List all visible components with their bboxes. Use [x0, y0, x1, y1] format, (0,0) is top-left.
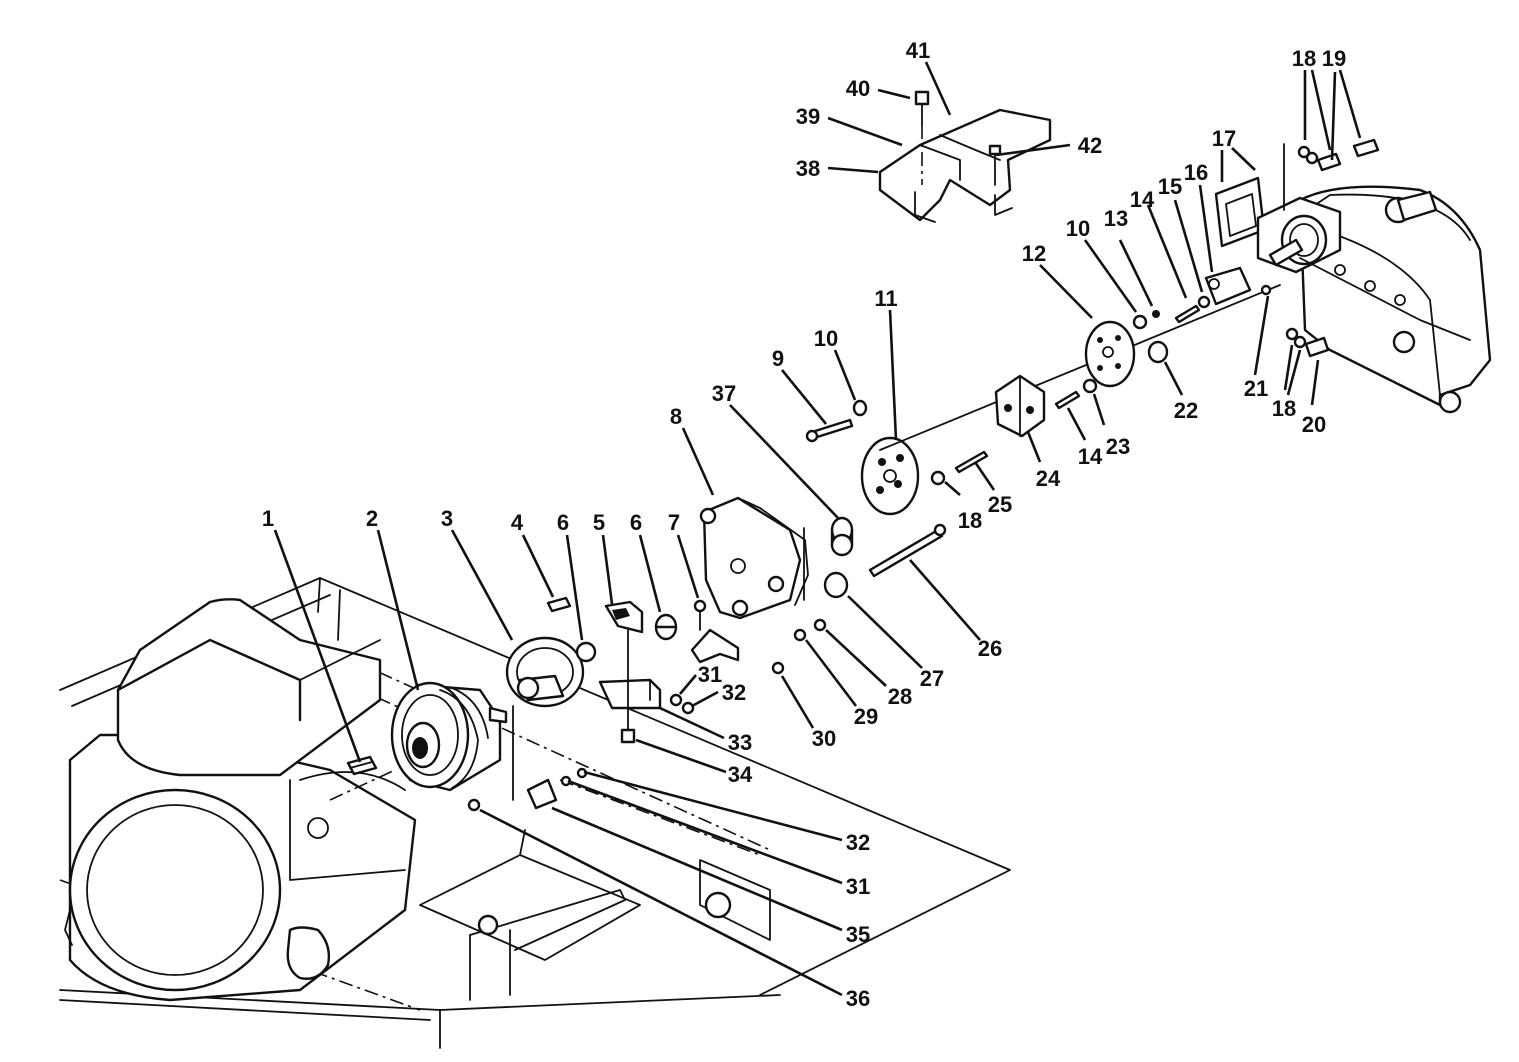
callout-18-bottom: 18	[1272, 396, 1296, 421]
bracket-part-7	[690, 599, 740, 664]
bracket-part-33	[598, 678, 662, 710]
callout-16: 16	[1184, 160, 1208, 185]
callout-25: 25	[988, 492, 1012, 517]
mount-plate-part-8	[699, 496, 809, 620]
callout-40: 40	[846, 76, 870, 101]
hardware-28-29-30	[771, 618, 827, 675]
key-part-1	[346, 755, 378, 776]
pin-part-4	[546, 596, 572, 613]
callout-41: 41	[906, 38, 930, 63]
callout-34: 34	[728, 762, 753, 787]
engine	[64, 598, 417, 1002]
callout-28: 28	[888, 684, 912, 709]
bolt-part-34	[620, 629, 636, 744]
callout-2: 2	[366, 506, 378, 531]
shield-part-38-39-41	[878, 108, 1052, 223]
gearbox-hardware-18-19-20	[1285, 138, 1380, 358]
callout-32-lower: 32	[846, 830, 870, 855]
callout-18-mid: 18	[958, 508, 982, 533]
callout-31-lower: 31	[846, 874, 870, 899]
callout-35: 35	[846, 922, 870, 947]
callout-24: 24	[1036, 466, 1061, 491]
clutch-pulley-part-2	[390, 681, 508, 792]
callout-1: 1	[262, 506, 274, 531]
washer-part-10a	[852, 399, 868, 417]
shaft-axis-line	[879, 284, 1281, 451]
callout-12: 12	[1022, 241, 1046, 266]
callout-31-upper: 31	[698, 662, 722, 687]
coupling-block-part-24	[994, 374, 1046, 438]
callout-6-right: 6	[630, 510, 642, 535]
callout-42: 42	[1078, 133, 1102, 158]
callout-37: 37	[712, 381, 736, 406]
flange-part-16	[1204, 266, 1252, 306]
callout-14-bottom: 14	[1078, 444, 1103, 469]
leader-lines	[273, 61, 1362, 997]
bolt-part-40	[914, 90, 930, 185]
nut-part-31-32	[669, 693, 695, 715]
coupling-disc-part-12	[1084, 320, 1136, 388]
clip-part-5	[604, 600, 644, 634]
hardware-18c-25	[930, 450, 989, 486]
washer-part-27	[823, 571, 849, 599]
callout-labels: 1 2 3 4 6 5 6 7 8 37 9 10 11 12 10 13 14…	[262, 38, 1346, 1011]
callout-10-left: 10	[814, 326, 838, 351]
callout-15: 15	[1158, 174, 1182, 199]
callout-22: 22	[1174, 398, 1198, 423]
bolt-part-9	[805, 418, 854, 443]
callout-29: 29	[854, 704, 878, 729]
callout-33: 33	[728, 730, 752, 755]
callout-30: 30	[812, 726, 836, 751]
callout-9: 9	[772, 346, 784, 371]
callout-7: 7	[668, 510, 680, 535]
callout-11: 11	[874, 286, 897, 311]
gearbox	[1256, 143, 1492, 414]
callout-17: 17	[1212, 126, 1236, 151]
small-hardware-13-14-15	[1132, 284, 1272, 330]
coupling-disc-part-11	[860, 436, 920, 516]
callout-10-right: 10	[1066, 216, 1090, 241]
spacer-part-37	[830, 516, 854, 557]
callout-8: 8	[670, 404, 682, 429]
hardware-14b-23	[1054, 378, 1098, 410]
callout-4: 4	[511, 510, 524, 535]
callout-18-top: 18	[1292, 46, 1316, 71]
callout-38: 38	[796, 156, 820, 181]
callout-27: 27	[920, 666, 944, 691]
bushing-part-6	[654, 613, 678, 641]
pulley-part-3	[505, 636, 597, 708]
callout-6-left: 6	[557, 510, 569, 535]
callout-39: 39	[796, 104, 820, 129]
idler-bracket-part-35	[467, 705, 588, 812]
callout-19: 19	[1322, 46, 1346, 71]
callout-23: 23	[1106, 434, 1130, 459]
spacer-part-22	[1147, 340, 1169, 364]
callout-36: 36	[846, 986, 870, 1011]
callout-3: 3	[441, 506, 453, 531]
callout-20: 20	[1302, 412, 1326, 437]
callout-5: 5	[593, 510, 605, 535]
callout-14-top: 14	[1130, 187, 1155, 212]
callout-26: 26	[978, 636, 1002, 661]
callout-32-upper: 32	[722, 680, 746, 705]
callout-21: 21	[1244, 376, 1268, 401]
callout-13: 13	[1104, 206, 1128, 231]
long-bolt-part-26	[868, 523, 947, 578]
